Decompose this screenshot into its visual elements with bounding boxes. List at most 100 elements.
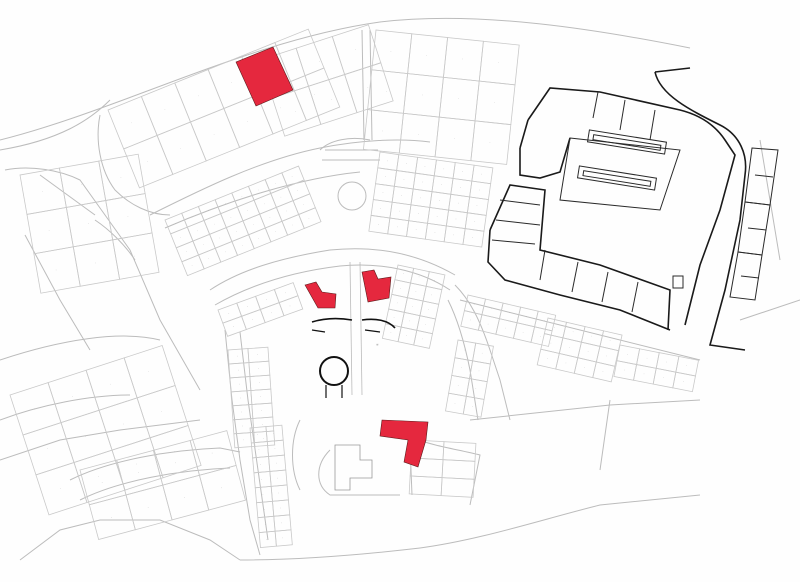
lot [247, 179, 272, 201]
lot [442, 37, 484, 82]
lot-number-mark: · [302, 202, 305, 206]
lot-number-mark: · [134, 254, 136, 258]
lot-number-mark: · [418, 133, 420, 137]
lot-number-mark: · [196, 229, 199, 233]
lot-number-mark: · [291, 223, 294, 227]
lot [275, 200, 300, 222]
lot-number-mark: · [481, 172, 483, 176]
lot-number-mark: · [460, 185, 462, 189]
lot [464, 212, 487, 232]
lot-number-mark: · [478, 188, 480, 192]
lot [116, 449, 164, 496]
highlighted-building-center-left[interactable] [304, 281, 337, 309]
lot-number-mark: · [279, 506, 280, 510]
lot [250, 388, 273, 405]
lot [470, 120, 512, 165]
lot [396, 154, 419, 174]
lot-number-mark: · [540, 334, 542, 338]
lot-number-mark: · [191, 215, 194, 219]
lot-number-mark: · [382, 129, 384, 133]
lot [370, 199, 393, 219]
lot-number-mark: · [276, 461, 277, 465]
lot [253, 471, 272, 489]
lot [592, 361, 616, 383]
plaza-features: ✳ [311, 261, 396, 491]
lot-number-mark: · [257, 188, 260, 192]
lot-number-mark: · [472, 405, 474, 409]
lot-number-mark: · [378, 222, 380, 226]
lot [170, 226, 194, 249]
lot [186, 219, 211, 242]
lot-number-mark: · [441, 183, 443, 187]
lot-number-mark: · [481, 351, 483, 355]
lot [599, 330, 623, 352]
highlighted-building-north[interactable] [235, 46, 294, 107]
lot-number-mark: · [313, 93, 316, 97]
lot [227, 348, 250, 365]
lot-number-mark: · [263, 437, 264, 441]
lot-number-mark: · [251, 318, 253, 322]
lot [368, 214, 391, 235]
lot [270, 186, 294, 208]
highlighted-building-center-right[interactable] [361, 269, 392, 303]
lot-number-mark: · [387, 159, 389, 163]
lot-number-mark: · [238, 368, 239, 372]
lot-number-mark: · [439, 199, 441, 203]
lot [371, 29, 413, 74]
lot [595, 345, 619, 367]
lot [412, 172, 435, 193]
lot-number-mark: · [263, 508, 264, 512]
lot [286, 179, 311, 202]
lot [220, 206, 244, 229]
lot-number-mark: · [546, 357, 548, 361]
lot-number-mark: · [478, 369, 480, 373]
lot [410, 188, 433, 208]
lot-number-mark: · [550, 341, 552, 345]
lot-number-mark: · [84, 435, 86, 439]
lot-block: ············ [363, 29, 520, 165]
lot-number-mark: · [110, 382, 112, 386]
lot-number-mark: · [241, 410, 242, 414]
lot-number-mark: · [261, 478, 262, 482]
lot [452, 162, 475, 182]
lot [33, 246, 81, 294]
lot-number-mark: · [295, 109, 297, 113]
lot-number-mark: · [436, 215, 438, 219]
lot [471, 164, 494, 185]
lot-number-mark: · [55, 268, 57, 272]
lot [231, 185, 255, 208]
lot-number-mark: · [487, 322, 489, 326]
lot [530, 326, 553, 347]
lot-number-mark: · [643, 372, 645, 376]
lot-number-mark: · [415, 228, 417, 232]
lot-number-mark: · [257, 433, 258, 437]
lot-number-mark: · [457, 384, 459, 388]
lot [107, 95, 158, 150]
lot-number-mark: · [415, 290, 417, 294]
lot [613, 360, 638, 381]
lot-number-mark: · [609, 338, 611, 342]
road-network [0, 17, 800, 561]
lot [273, 282, 299, 304]
lot [438, 76, 480, 122]
lot-number-mark: · [526, 315, 528, 319]
highlighted-building-south[interactable] [379, 419, 429, 468]
lot [445, 209, 468, 230]
lot-number-mark: · [454, 401, 456, 405]
lot-number-mark: · [380, 207, 382, 211]
lot-number-mark: · [224, 250, 227, 254]
lot [393, 170, 416, 190]
lot-number-mark: · [386, 89, 388, 93]
lot-number-mark: · [136, 462, 138, 466]
lot-number-mark: · [475, 387, 477, 391]
lot-number-mark: · [265, 298, 267, 302]
lot [295, 36, 346, 87]
lot [440, 477, 475, 498]
lot [472, 342, 494, 365]
lot [223, 94, 274, 148]
lot [256, 500, 275, 519]
lot-number-mark: · [184, 496, 186, 500]
lot-number-mark: · [462, 57, 464, 61]
lot-number-mark: · [296, 189, 299, 193]
lot [398, 112, 440, 158]
